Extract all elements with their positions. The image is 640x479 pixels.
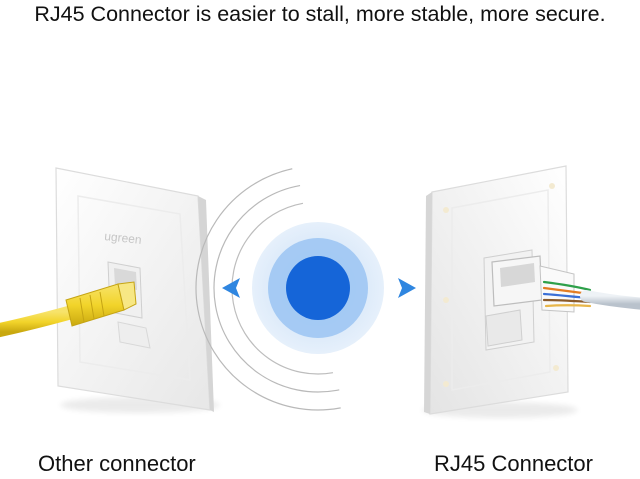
headline: RJ45 Connector is easier to stall, more … xyxy=(34,2,606,26)
signal-rings xyxy=(195,165,441,411)
right-arrow-icon xyxy=(398,278,416,298)
right-wall-plate xyxy=(422,165,640,418)
left-arrow-icon xyxy=(222,278,240,298)
right-caption: RJ45 Connector xyxy=(434,451,593,476)
left-wall-plate: ugreen xyxy=(55,167,220,413)
yellow-ethernet-cable xyxy=(0,281,137,338)
signal-core xyxy=(286,256,350,320)
left-caption: Other connector xyxy=(38,451,196,476)
brand-mark: ugreen xyxy=(104,229,143,247)
